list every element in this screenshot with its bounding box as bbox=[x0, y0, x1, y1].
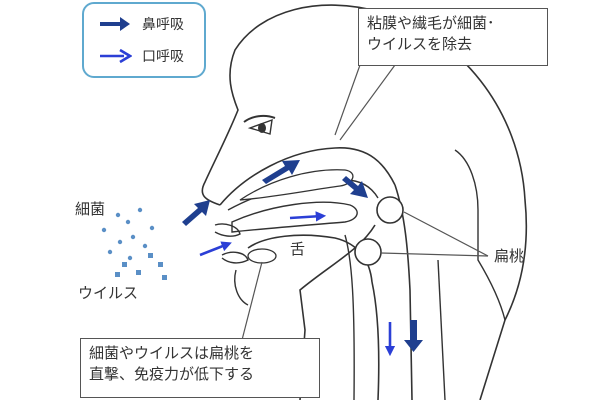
eye-icon bbox=[243, 114, 276, 135]
bacteria-label: 細菌 bbox=[75, 200, 106, 218]
legend: 鼻呼吸 口呼吸 bbox=[82, 2, 206, 78]
mouth-arrow-oral bbox=[289, 211, 327, 222]
nose-breathing-arrows bbox=[182, 160, 423, 352]
thin-arrow-icon bbox=[100, 48, 132, 64]
mouth-breathing-arrows bbox=[199, 211, 396, 357]
nose-arrow-down bbox=[404, 320, 423, 352]
tonsil-callout-line2: 直撃、免疫力が低下する bbox=[89, 365, 255, 383]
virus-label: ウイルス bbox=[78, 284, 139, 302]
tonsil-callout-line1: 細菌やウイルスは扁桃を bbox=[89, 344, 255, 362]
mucosa-callout: 粘膜や繊毛が細菌･ ウイルスを除去 bbox=[358, 8, 548, 66]
tonsil-callout: 細菌やウイルスは扁桃を 直撃、免疫力が低下する bbox=[80, 338, 320, 398]
legend-nose: 鼻呼吸 bbox=[98, 14, 184, 34]
tongue-label: 舌 bbox=[290, 240, 306, 258]
legend-mouth-label: 口呼吸 bbox=[142, 49, 184, 65]
pharynx bbox=[394, 184, 413, 400]
nasal-cavity bbox=[219, 147, 396, 206]
legend-mouth: 口呼吸 bbox=[98, 46, 184, 66]
nose-arrow-back bbox=[342, 176, 368, 198]
legend-nose-label: 鼻呼吸 bbox=[142, 17, 184, 33]
tonsil-upper bbox=[376, 196, 404, 224]
mouth-arrow-lips bbox=[199, 241, 232, 257]
head-outline bbox=[201, 4, 528, 400]
tonsil-label: 扁桃 bbox=[494, 247, 525, 265]
thick-arrow-icon bbox=[100, 17, 130, 31]
tonsil-lower bbox=[354, 238, 382, 266]
mucosa-callout-line2: ウイルスを除去 bbox=[367, 35, 473, 53]
nose-arrow-entry bbox=[182, 200, 210, 226]
particles bbox=[101, 207, 167, 280]
mucosa-callout-line1: 粘膜や繊毛が細菌･ bbox=[367, 14, 495, 32]
nose-arrow-cavity bbox=[262, 160, 300, 184]
